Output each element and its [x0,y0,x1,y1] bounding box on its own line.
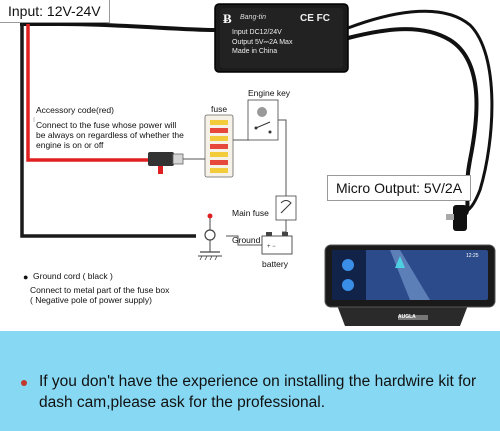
ground-cord-line: Connect to metal part of the fuse box [30,285,170,295]
engine-key-box [247,99,279,141]
accessory-line: engine is on or off [36,140,104,150]
accessory-description: Connect to the fuse whose power will be … [36,120,201,150]
black-wire [20,24,196,238]
ground-label: Ground [232,235,261,245]
accessory-line: be always on regardless of whether the [36,130,184,140]
ground-cord-bullet-icon: ● [23,272,29,282]
battery-label: battery [262,259,288,269]
bullet-dot-icon [21,380,27,386]
dash-cam-device [324,244,496,326]
converter-face [220,8,343,68]
unit-specs: Input DC12/24V Output 5V⎓2A Max Made in … [232,28,347,57]
unit-spec-line: Output 5V⎓2A Max [232,38,293,46]
micro-usb-tip [446,214,454,220]
fuse-label: fuse [211,104,228,114]
ground-cord-line: ( Negative pole of power supply) [30,295,152,305]
device-brand: AUGLA [398,314,416,320]
fuse-icon [210,120,228,173]
input-cable [20,22,216,32]
notice-text: If you don't have the experience on inst… [39,373,477,411]
wiring-diagram: + − [20,3,496,326]
brand-sub: Bang-tin [240,14,267,21]
brand-logo: Ƀ [223,11,232,26]
engine-key-icon [254,107,272,134]
battery-icon: + − [261,232,293,255]
svg-text:+ −: + − [267,244,276,250]
engine-key-label: Engine key [248,88,291,98]
ground-cord-title: Ground cord ( black ) [33,271,113,281]
notice-banner [0,331,500,431]
unit-spec-line: Made in China [232,48,278,55]
ground-cord-description: Connect to metal part of the fuse box ( … [30,285,169,305]
micro-usb-plug [453,205,467,231]
unit-spec-line: Input DC12/24V [232,29,282,36]
accessory-line: Connect to the fuse whose power will [36,120,177,130]
ground-symbol-icon [198,213,222,261]
micro-output-label: Micro Output: 5V/2A [327,175,472,201]
red-wire [26,24,150,162]
device-time: 12:25 [466,253,479,259]
input-voltage-label: Input: 12V-24V [0,0,110,23]
accessory-title: Accessory code(red) [36,105,114,115]
output-cable-loop [347,9,494,216]
add-a-fuse [148,152,174,166]
main-fuse-label: Main fuse [232,208,269,218]
certification-marks: CE FC [300,13,330,24]
